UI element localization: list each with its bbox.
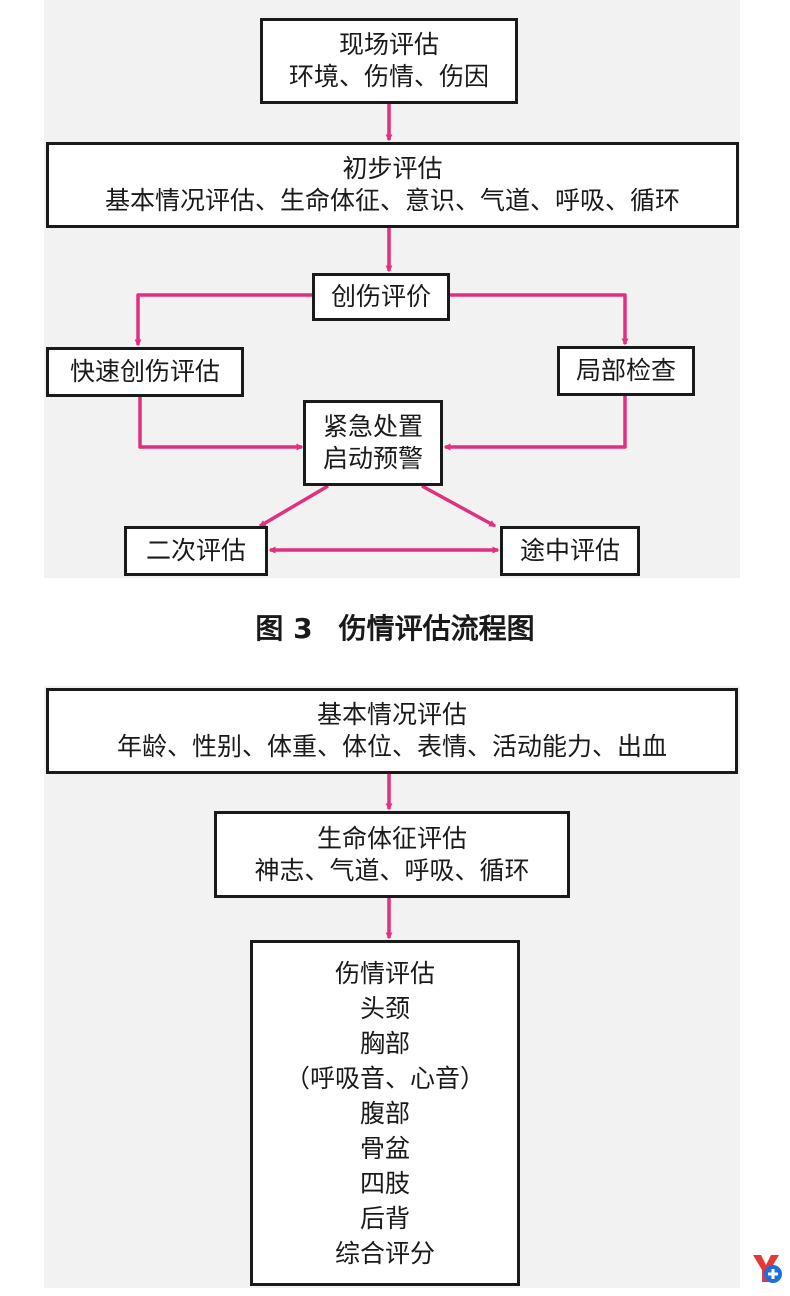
- arrow-trauma-to-local: [450, 293, 629, 346]
- scene-assessment-detail: 环境、伤情、伤因: [288, 62, 489, 91]
- brand-logo-icon: [753, 1255, 782, 1283]
- flowchart-2-arrows: [385, 774, 393, 940]
- emergency-treatment-line1: 紧急处置: [322, 412, 423, 441]
- figure-title: 伤情评估流程图: [338, 612, 535, 645]
- basic-assessment-title: 基本情况评估: [316, 700, 467, 729]
- arrow-trauma-to-rapid: [134, 293, 312, 347]
- arrow-rapid-to-emergency: [138, 397, 304, 451]
- scene-assessment-box: 现场评估 环境、伤情、伤因: [260, 18, 518, 104]
- injury-item-overall-score: 综合评分: [334, 1238, 435, 1268]
- arrow-emergency-to-secondary: [258, 484, 329, 528]
- injury-item-abdomen: 腹部: [359, 1098, 410, 1128]
- flowchart-panel-1: 现场评估 环境、伤情、伤因 初步评估 基本情况评估、生命体征、意识、气道、呼吸、…: [44, 0, 740, 578]
- rapid-trauma-assessment-label: 快速创伤评估: [69, 357, 220, 386]
- scene-assessment-title: 现场评估: [338, 30, 439, 59]
- rapid-trauma-assessment-box: 快速创伤评估: [46, 347, 244, 397]
- initial-assessment-detail: 基本情况评估、生命体征、意识、气道、呼吸、循环: [104, 186, 680, 215]
- flowchart-panel-2: 基本情况评估 年龄、性别、体重、体位、表情、活动能力、出血 生命体征评估 神志、…: [44, 686, 740, 1288]
- basic-assessment-box: 基本情况评估 年龄、性别、体重、体位、表情、活动能力、出血: [46, 688, 738, 774]
- trauma-evaluation-box: 创伤评价: [312, 273, 450, 321]
- injury-item-chest-sounds: （呼吸音、心音）: [284, 1063, 485, 1093]
- injury-item-limbs: 四肢: [359, 1168, 410, 1198]
- local-examination-box: 局部检查: [557, 346, 695, 396]
- injury-item-pelvis: 骨盆: [359, 1133, 410, 1163]
- basic-assessment-detail: 年龄、性别、体重、体位、表情、活动能力、出血: [116, 732, 667, 761]
- arrow-local-to-emergency: [443, 396, 627, 451]
- initial-assessment-title: 初步评估: [342, 154, 443, 183]
- local-examination-label: 局部检查: [575, 356, 676, 385]
- injury-assessment-box: 伤情评估 头颈 胸部 （呼吸音、心音） 腹部 骨盆 四肢 后背 综合评分: [250, 940, 520, 1286]
- injury-item-back: 后背: [359, 1203, 410, 1233]
- injury-assessment-title: 伤情评估: [334, 958, 435, 988]
- en-route-assessment-box: 途中评估: [500, 526, 640, 576]
- trauma-evaluation-label: 创伤评价: [330, 282, 431, 311]
- injury-item-head-neck: 头颈: [359, 993, 410, 1023]
- emergency-treatment-box: 紧急处置 启动预警: [303, 400, 443, 486]
- figure-number: 图 3: [255, 612, 313, 645]
- arrow-emergency-to-enroute: [421, 484, 497, 528]
- vital-signs-detail: 神志、气道、呼吸、循环: [254, 855, 530, 885]
- secondary-assessment-label: 二次评估: [145, 536, 246, 565]
- vital-signs-box: 生命体征评估 神志、气道、呼吸、循环: [214, 811, 570, 898]
- secondary-assessment-box: 二次评估: [124, 526, 268, 576]
- vital-signs-title: 生命体征评估: [316, 823, 467, 853]
- initial-assessment-box: 初步评估 基本情况评估、生命体征、意识、气道、呼吸、循环: [46, 142, 739, 228]
- injury-item-chest: 胸部: [359, 1028, 410, 1058]
- emergency-treatment-line2: 启动预警: [322, 444, 423, 473]
- figure-caption: 图 3 伤情评估流程图: [0, 607, 790, 647]
- en-route-assessment-label: 途中评估: [519, 536, 620, 565]
- flowchart-1-arrows: [134, 104, 629, 554]
